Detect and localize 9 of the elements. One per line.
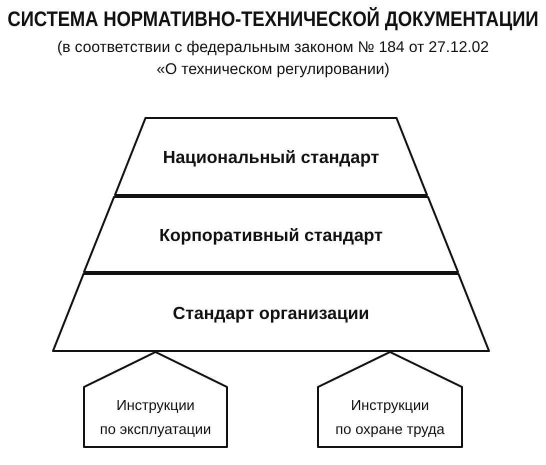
node-label: Инструкции по эксплуатации: [100, 396, 212, 440]
pyramid-tier: [83, 196, 459, 273]
pyramid-tier: [114, 117, 428, 196]
diagram-title: СИСТЕМА НОРМАТИВНО-ТЕХНИЧЕСКОЙ ДОКУМЕНТАЦИИ: [8, 7, 538, 33]
subtitle-text: (в соответствии с федеральным законом № 184 от 27.12.02 «О техническом регулировании): [56, 38, 490, 80]
node-label: Инструкции по охране труда: [335, 396, 445, 440]
tier-label: Стандарт организации: [172, 302, 370, 324]
tier-label: Корпоративный стандарт: [159, 224, 383, 246]
tier-label: Национальный стандарт: [162, 146, 380, 168]
